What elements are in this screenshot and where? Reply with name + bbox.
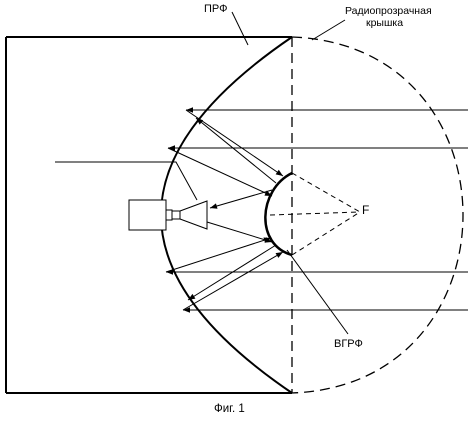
horn-antenna: [179, 200, 208, 230]
figure-caption: Фиг. 1: [214, 403, 245, 415]
feed-horn-assembly: [128, 199, 208, 231]
focus-label: F: [362, 203, 369, 217]
main-reflector-leader-line: [231, 11, 249, 46]
radome-label-line2: крышка: [366, 17, 403, 29]
sub-reflector-leader-line: [286, 249, 349, 335]
sub-reflector-label: ВГРФ: [334, 338, 363, 350]
main-reflector-label: ПРФ: [204, 3, 227, 15]
feed-rays: [206, 189, 273, 243]
incoming-rays: [166, 107, 468, 313]
waveguide-stub: [165, 209, 173, 221]
focus-dashed-lines: [269, 172, 361, 256]
sub-reflector-rays: [187, 117, 277, 301]
radome-leader-line: [311, 19, 346, 41]
radome-label-line1: Радиопрозрачная: [345, 5, 432, 17]
receiver-block: [128, 199, 167, 231]
waveguide-flange: [171, 210, 181, 220]
radome-dashed-arc: [291, 36, 464, 394]
feed-leader-line: [55, 161, 198, 201]
sub-reflector-curve: [264, 171, 293, 257]
